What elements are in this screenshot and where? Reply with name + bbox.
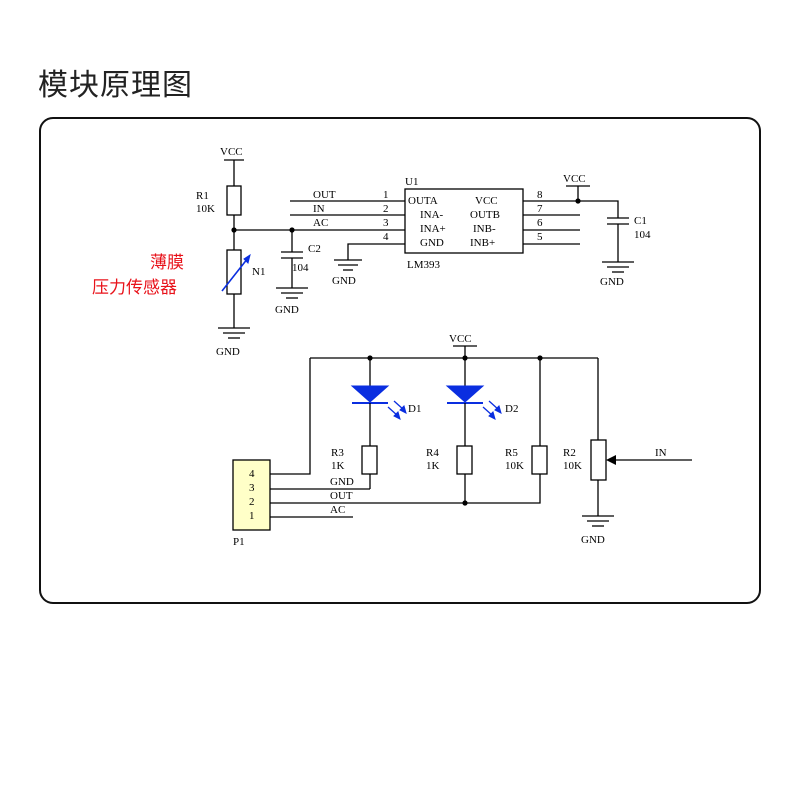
r4-value: 1K: [426, 460, 440, 472]
u1-body: [404, 188, 524, 254]
ic-u1-lm393: U1 OUTA INA- INA+ GND VCC OUTB INB- INB+…: [404, 176, 524, 271]
u1-right-nets: 8 7 6 5 VCC C1 104 GND: [523, 173, 651, 288]
r4-resistor: [456, 445, 473, 475]
r5-branch: R5 10K OUT: [270, 358, 548, 504]
led-d2: [445, 385, 485, 403]
u1-pin-inb-plus: INB+: [470, 237, 495, 249]
r2-resistor: [590, 439, 607, 481]
u1-pin-vcc: VCC: [475, 195, 498, 207]
net-in-label: IN: [313, 203, 325, 215]
u1-pin6-number: 6: [537, 217, 543, 229]
u1-pin8-number: 8: [537, 189, 543, 201]
r1-divider: VCC R1 10K N1 薄膜 压力传感器 GND: [92, 146, 295, 358]
vcc-label-r1: VCC: [220, 146, 243, 158]
u1-pin-gnd: GND: [420, 237, 444, 249]
gnd-label-u1: GND: [332, 275, 356, 287]
u1-pin3-number: 3: [383, 217, 389, 229]
u1-pin-outa: OUTA: [408, 195, 438, 207]
vcc-label-u1: VCC: [563, 173, 586, 185]
vcc-label-bottom: VCC: [449, 333, 472, 345]
r3-label: R3: [331, 447, 344, 459]
p1-body: [232, 459, 271, 531]
gnd-label-c2: GND: [275, 304, 299, 316]
u1-pin2-number: 2: [383, 203, 389, 215]
u1-pin-ina-minus: INA-: [420, 209, 444, 221]
r5-value: 10K: [505, 460, 524, 472]
pressure-sensor-n1: [226, 249, 242, 295]
gnd-label-c1: GND: [600, 276, 624, 288]
net-out-p1: OUT: [330, 490, 353, 502]
d1-label: D1: [408, 403, 421, 415]
gnd-label-n1: GND: [216, 346, 240, 358]
p1-pin3: 3: [249, 482, 255, 494]
p1-pin1: 1: [249, 510, 255, 522]
sensor-label-line1: 薄膜: [150, 253, 184, 273]
u1-pin4-number: 4: [383, 231, 389, 243]
schematic-frame: [39, 117, 761, 604]
r5-label: R5: [505, 447, 518, 459]
p1-pin4: 4: [249, 468, 255, 480]
u1-pin-inb-minus: INB-: [473, 223, 496, 235]
net-in-r2: IN: [655, 447, 667, 459]
r5-resistor: [531, 445, 548, 475]
r3-value: 1K: [331, 460, 345, 472]
c1-value: 104: [634, 229, 651, 241]
u1-pin-outb: OUTB: [470, 209, 500, 221]
gnd-label-r2: GND: [581, 534, 605, 546]
bottom-vcc-rail: VCC: [270, 333, 598, 475]
net-ac-label: AC: [313, 217, 328, 229]
u1-label: U1: [405, 176, 418, 188]
u1-pin7-number: 7: [537, 203, 543, 215]
r1-value: 10K: [196, 203, 215, 215]
r2-potentiometer: R2 10K IN GND: [563, 358, 692, 546]
u1-pin-ina-plus: INA+: [420, 223, 446, 235]
r1-label: R1: [196, 190, 209, 202]
d2-label: D2: [505, 403, 518, 415]
p1-pin2: 2: [249, 496, 255, 508]
net-out-label: OUT: [313, 189, 336, 201]
r1-resistor: [226, 185, 242, 216]
u1-pin5-number: 5: [537, 231, 543, 243]
capacitor-c2: C2 104 GND: [275, 230, 321, 316]
r4-label: R4: [426, 447, 439, 459]
c1-label: C1: [634, 215, 647, 227]
r3-resistor: [361, 445, 378, 475]
c2-value: 104: [292, 262, 309, 274]
r2-label: R2: [563, 447, 576, 459]
net-ac-p1: AC: [330, 504, 345, 516]
sensor-label-line2: 压力传感器: [92, 278, 177, 298]
net-gnd-p1: GND: [330, 476, 354, 488]
led-d1-branch: D1 R3 1K GND: [270, 358, 421, 490]
page-title: 模块原理图: [38, 68, 193, 103]
led-d1: [350, 385, 390, 403]
p1-label: P1: [233, 536, 245, 548]
led-d2-branch: D2 R4 1K: [426, 358, 518, 506]
connector-p1: 4 3 2 1 P1: [232, 459, 271, 548]
u1-part-number: LM393: [407, 259, 441, 271]
u1-left-nets: OUT IN AC GND 1 2 3 4: [290, 189, 405, 287]
c2-label: C2: [308, 243, 321, 255]
u1-pin1-number: 1: [383, 189, 389, 201]
n1-label: N1: [252, 266, 265, 278]
r2-value: 10K: [563, 460, 582, 472]
